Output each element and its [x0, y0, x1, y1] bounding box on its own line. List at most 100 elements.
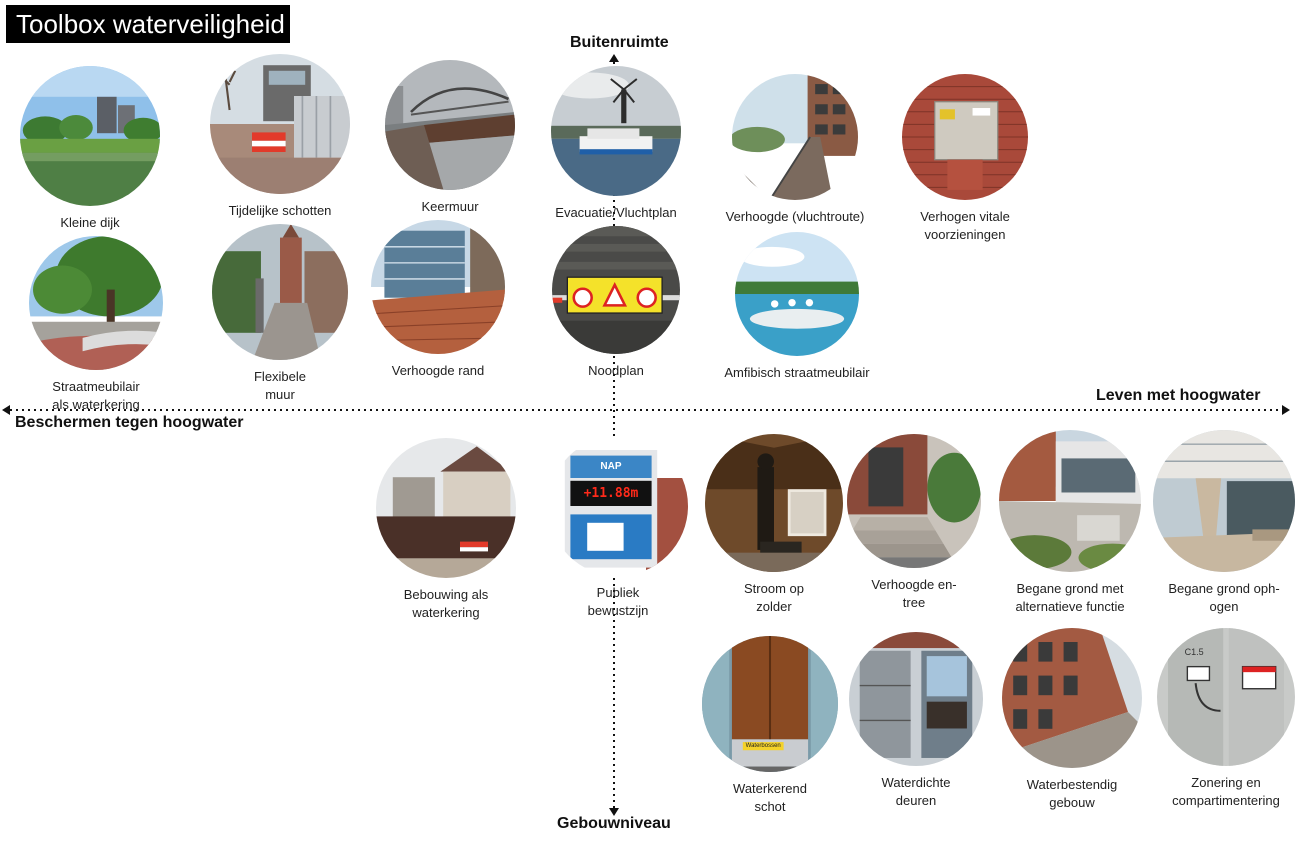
amfibisch-straatmeubilair-photo — [735, 232, 859, 356]
caption-line: deuren — [895, 793, 937, 808]
caption-line: als waterkering — [52, 397, 140, 412]
verhoogde-entree-caption: Verhoogde en-tree — [829, 576, 999, 612]
stroom-op-zolder-caption: Stroom op zolder — [689, 580, 859, 616]
toolbox-item-evacuatie-vluchtplan: Evacuatie/Vluchtplan — [531, 66, 701, 222]
keermuur-photo — [385, 60, 515, 190]
caption-line: Verhogen vitale — [920, 209, 1010, 224]
caption-line: Straatmeubilair — [52, 379, 140, 394]
zonering-compartimentering-photo: C1.5 — [1157, 628, 1295, 766]
begane-grond-ophogen-photo — [1153, 430, 1295, 572]
caption-line: Kleine dijk — [60, 215, 120, 230]
toolbox-item-begane-grond-ophogen: Begane grond oph-ogen — [1139, 430, 1300, 616]
toolbox-item-begane-grond-alternatief: Begane grond met alternatieve functie — [985, 430, 1155, 616]
toolbox-item-keermuur: Keermuur — [365, 60, 535, 216]
begane-grond-alternatief-photo — [999, 430, 1141, 572]
caption-line: alternatieve functie — [1015, 599, 1125, 614]
caption-line: Stroom op — [744, 581, 804, 596]
caption-line: ogen — [1209, 599, 1239, 614]
sticker-label: Waterbossen — [745, 743, 781, 750]
left-arrow-icon — [2, 405, 10, 415]
verhogen-vitale-voorzieningen-caption: Verhogen vitale voorzieningen — [880, 208, 1050, 244]
caption-line: Begane grond oph- — [1168, 581, 1280, 596]
caption-line: Publiek — [596, 585, 640, 600]
caption-line: waterkering — [412, 605, 480, 620]
kleine-dijk-caption: Kleine dijk — [5, 214, 175, 232]
noodplan-photo — [552, 226, 680, 354]
down-arrow-icon — [609, 808, 619, 816]
verhogen-vitale-voorzieningen-photo — [902, 74, 1028, 200]
toolbox-item-noodplan: Noodplan — [531, 226, 701, 380]
axis-label-right: Leven met hoogwater — [1096, 387, 1261, 404]
caption-line: zolder — [756, 599, 792, 614]
toolbox-item-verhoogde-vluchtroute: Verhoogde (vluchtroute) — [710, 74, 880, 226]
noodplan-caption: Noodplan — [531, 362, 701, 380]
caption-line: Waterkerend — [733, 781, 807, 796]
toolbox-item-verhoogde-rand: Verhoogde rand — [353, 220, 523, 380]
begane-grond-ophogen-caption: Begane grond oph-ogen — [1139, 580, 1300, 616]
straatmeubilair-photo — [29, 236, 163, 370]
caption-line: Evacuatie/Vluchtplan — [555, 205, 677, 220]
begane-grond-alternatief-caption: Begane grond met alternatieve functie — [985, 580, 1155, 616]
panel-label: C1.5 — [1184, 647, 1204, 658]
toolbox-item-flexibele-muur: Flexibele muur — [195, 224, 365, 404]
caption-line: compartimentering — [1172, 793, 1280, 808]
axis-label-top: Buitenruimte — [570, 34, 669, 51]
caption-line: Flexibele — [253, 369, 307, 384]
axis-label-left: Beschermen tegen hoogwater — [15, 414, 244, 431]
verhoogde-entree-photo — [847, 434, 981, 568]
axis-label-bottom: Gebouwniveau — [557, 815, 671, 832]
evacuatie-vluchtplan-caption: Evacuatie/Vluchtplan — [531, 204, 701, 222]
caption-line: Amfibisch straatmeubilair — [724, 365, 870, 380]
caption-line: muur — [265, 387, 295, 402]
caption-line: tree — [902, 595, 926, 610]
straatmeubilair-caption: Straatmeubilair als waterkering — [11, 378, 181, 414]
toolbox-item-verhoogde-entree: Verhoogde en-tree — [829, 434, 999, 612]
toolbox-item-stroom-op-zolder: Stroom op zolder — [689, 434, 859, 616]
nap-value: +11.88m — [583, 485, 639, 501]
kleine-dijk-photo — [20, 66, 160, 206]
toolbox-item-verhogen-vitale-voorzieningen: Verhogen vitale voorzieningen — [880, 74, 1050, 244]
caption-line: Begane grond met — [1016, 581, 1124, 596]
up-arrow-icon — [609, 54, 619, 62]
verhoogde-vluchtroute-photo — [732, 74, 858, 200]
keermuur-caption: Keermuur — [365, 198, 535, 216]
zonering-compartimentering-caption: Zonering en compartimentering — [1141, 774, 1300, 810]
caption-line: bewustzijn — [587, 603, 649, 618]
flexibele-muur-caption: Flexibele muur — [195, 368, 365, 404]
caption-line: Verhoogde en- — [871, 577, 957, 592]
toolbox-item-straatmeubilair: Straatmeubilair als waterkering — [11, 236, 181, 414]
caption-line: Bebouwing als — [403, 587, 489, 602]
caption-line: voorzieningen — [924, 227, 1006, 242]
toolbox-item-bebouwing-als-waterkering: Bebouwing als waterkering — [361, 438, 531, 622]
evacuatie-vluchtplan-photo — [551, 66, 681, 196]
caption-line: Zonering en — [1191, 775, 1261, 790]
caption-line: Verhoogde (vluchtroute) — [725, 209, 865, 224]
publiek-bewustzijn-photo: NAP +11.88m — [548, 436, 688, 576]
tijdelijke-schotten-photo — [210, 54, 350, 194]
bebouwing-als-waterkering-caption: Bebouwing als waterkering — [361, 586, 531, 622]
caption-line: Waterbestendig — [1026, 777, 1118, 792]
bebouwing-als-waterkering-photo — [376, 438, 516, 578]
verhoogde-rand-photo — [371, 220, 505, 354]
toolbox-item-kleine-dijk: Kleine dijk — [5, 66, 175, 232]
waterdichte-deuren-photo — [849, 632, 983, 766]
tijdelijke-schotten-caption: Tijdelijke schotten — [195, 202, 365, 220]
nap-label: NAP — [600, 460, 622, 472]
amfibisch-straatmeubilair-caption: Amfibisch straatmeubilair — [712, 364, 882, 382]
caption-line: Keermuur — [421, 199, 479, 214]
caption-line: Noodplan — [588, 363, 644, 378]
caption-line: Tijdelijke schotten — [228, 203, 332, 218]
toolbox-item-amfibisch-straatmeubilair: Amfibisch straatmeubilair — [712, 232, 882, 382]
waterkerend-schot-photo: Waterbossen — [702, 636, 838, 772]
right-arrow-icon — [1282, 405, 1290, 415]
page-title: Toolbox waterveiligheid — [6, 5, 290, 43]
stroom-op-zolder-photo — [705, 434, 843, 572]
